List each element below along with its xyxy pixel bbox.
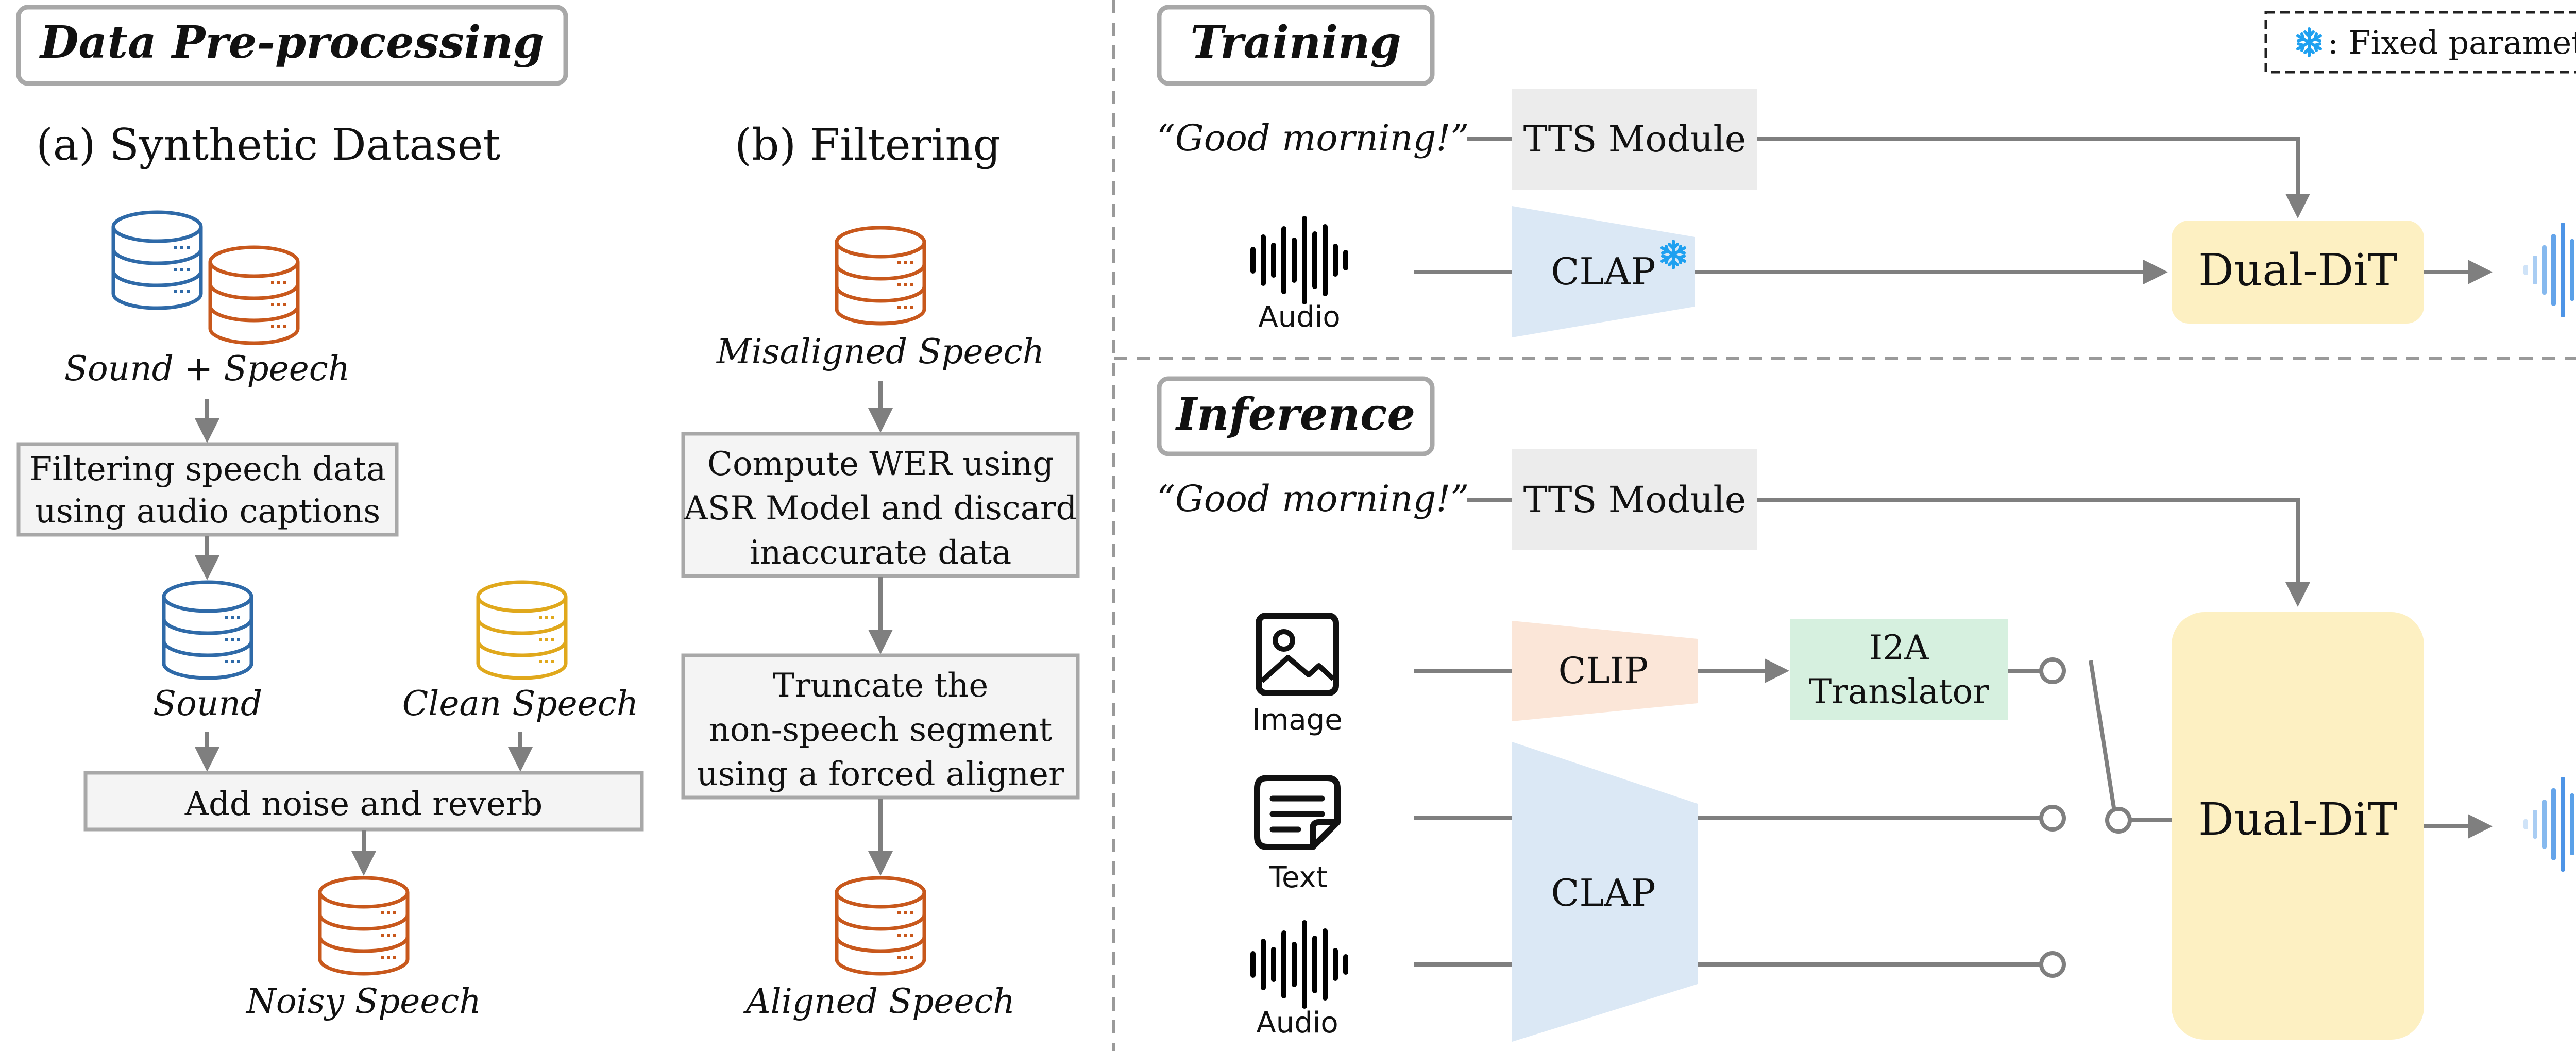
- training-clap-block: CLAP: [1512, 206, 1695, 337]
- sound-database-icon: [113, 212, 201, 308]
- i2a-line-1: I2A: [1869, 628, 1929, 668]
- inference-text-input: “Good morning!”: [1157, 478, 1469, 520]
- switch-terminal-text: [2039, 805, 2066, 832]
- inference-title-text: Inference: [1175, 388, 1415, 440]
- switch-terminal-audio: [2039, 951, 2066, 978]
- training-output-waveform-icon: [2523, 223, 2576, 317]
- switch-terminal-image: [2039, 657, 2066, 684]
- noisy-speech-db-icon: [320, 878, 408, 974]
- inference-tts-box: TTS Module: [1512, 449, 1757, 550]
- sound-speech-label: Sound + Speech: [64, 349, 350, 388]
- filter-speech-box: Filtering speech data using audio captio…: [16, 442, 399, 537]
- add-noise-text: Add noise and reverb: [184, 785, 543, 823]
- add-noise-box: Add noise and reverb: [83, 771, 644, 832]
- inference-dit-text: Dual-DiT: [2198, 794, 2397, 845]
- wer-box: Compute WER using ASR Model and discard …: [681, 432, 1080, 578]
- text-label: Text: [1268, 861, 1327, 894]
- selector-switch: [2089, 660, 2116, 811]
- aligned-label: Aligned Speech: [743, 981, 1015, 1021]
- wer-line-3: inaccurate data: [750, 534, 1011, 572]
- synthetic-heading: (a) Synthetic Dataset: [36, 120, 500, 170]
- inference-output-waveform-icon: [2523, 777, 2576, 872]
- training-clap-text: CLAP: [1551, 250, 1655, 293]
- inference-title: Inference: [1157, 376, 1435, 456]
- inference-tts-text: TTS Module: [1523, 479, 1746, 521]
- filter-box-line-1: Filtering speech data: [29, 450, 386, 488]
- text-document-icon: [1254, 775, 1341, 850]
- truncate-box: Truncate the non-speech segment using a …: [681, 653, 1080, 800]
- filter-box-line-2: using audio captions: [35, 493, 381, 531]
- sound-label: Sound: [153, 684, 262, 723]
- wer-line-2: ASR Model and discard: [684, 489, 1077, 528]
- clean-speech-label: Clean Speech: [402, 684, 639, 723]
- wer-line-1: Compute WER using: [707, 445, 1054, 483]
- image-label: Image: [1252, 703, 1342, 737]
- training-tts-text: TTS Module: [1523, 118, 1746, 160]
- misaligned-db-icon: [837, 228, 924, 324]
- inference-audio-label: Audio: [1256, 1006, 1338, 1040]
- training-text-input: “Good morning!”: [1157, 117, 1469, 159]
- preprocess-title: Data Pre-processing: [16, 5, 568, 86]
- sound-db-icon: [164, 582, 251, 678]
- training-title: Training: [1157, 5, 1435, 86]
- training-audio-waveform-icon: [1250, 216, 1348, 304]
- inf-tts-to-dit-arrow: [1757, 498, 2310, 607]
- aligned-db-icon: [837, 878, 924, 974]
- clean-speech-db-icon: [478, 582, 566, 678]
- image-icon: [1256, 613, 1339, 696]
- clip-block: CLIP: [1512, 621, 1698, 721]
- misaligned-label: Misaligned Speech: [716, 332, 1044, 371]
- training-dit-block: Dual-DiT: [2172, 221, 2424, 324]
- inference-clap-text: CLAP: [1551, 871, 1655, 914]
- switch-pivot: [2105, 807, 2132, 834]
- training-dit-text: Dual-DiT: [2198, 245, 2397, 296]
- training-tts-box: TTS Module: [1512, 89, 1757, 190]
- training-audio-label: Audio: [1258, 300, 1340, 334]
- tts-to-dit-arrow: [1757, 137, 2310, 218]
- truncate-line-3: using a forced aligner: [697, 755, 1064, 793]
- i2a-translator-block: I2A Translator: [1790, 619, 2008, 720]
- clip-text: CLIP: [1558, 650, 1649, 692]
- fixed-params-legend: : Fixed parameters: [2264, 11, 2576, 74]
- speech-database-icon: [210, 247, 298, 343]
- noisy-speech-label: Noisy Speech: [245, 981, 481, 1021]
- inference-dit-block: Dual-DiT: [2172, 612, 2424, 1040]
- truncate-line-1: Truncate the: [773, 667, 988, 705]
- legend-text: : Fixed parameters: [2328, 24, 2576, 61]
- inference-audio-waveform-icon: [1250, 920, 1348, 1009]
- truncate-line-2: non-speech segment: [709, 711, 1053, 749]
- i2a-line-2: Translator: [1809, 672, 1989, 711]
- inference-clap-block: CLAP: [1512, 742, 1698, 1042]
- preprocess-title-text: Data Pre-processing: [39, 16, 544, 69]
- training-title-text: Training: [1190, 16, 1401, 69]
- filtering-heading: (b) Filtering: [735, 120, 1001, 170]
